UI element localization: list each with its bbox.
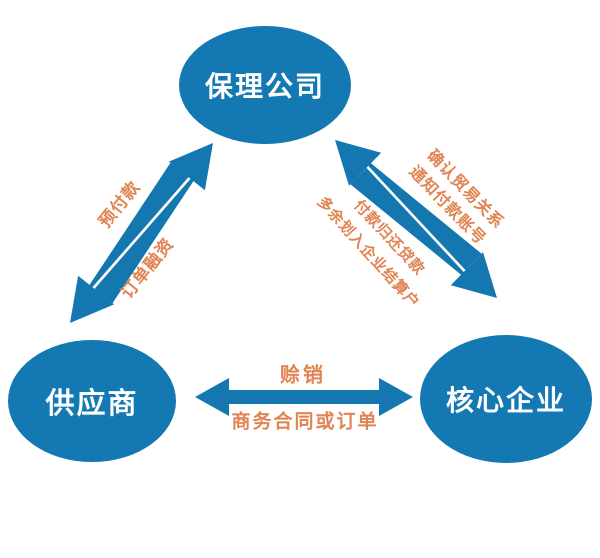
node-core-label: 核心企业 <box>445 384 566 417</box>
arrowhead-to-core <box>450 252 497 298</box>
label-business-contract-or-order: 商务合同或订单 <box>231 410 379 433</box>
arrow-factoring-core <box>335 140 497 298</box>
arrow-supplier-factoring <box>70 143 213 323</box>
arrowhead-to-factoring-right <box>335 140 382 186</box>
double-arrow-horizontal <box>195 378 413 416</box>
node-factoring-label: 保理公司 <box>204 70 325 103</box>
node-supplier: 供应商 <box>8 340 176 462</box>
arrowhead-to-supplier <box>70 275 115 323</box>
arrow-supplier-core <box>195 378 413 416</box>
label-credit-sale: 赊销 <box>280 362 326 387</box>
arrowhead-to-factoring <box>168 143 213 191</box>
arrowshaft-to-core <box>349 145 482 271</box>
arrowshaft-to-factoring-right <box>350 167 483 293</box>
node-factoring-company: 保理公司 <box>179 26 351 144</box>
node-supplier-label: 供应商 <box>45 386 139 420</box>
arrowshaft-to-factoring <box>74 162 189 309</box>
node-core-enterprise: 核心企业 <box>420 335 592 463</box>
arrowshaft-to-supplier <box>94 157 209 304</box>
